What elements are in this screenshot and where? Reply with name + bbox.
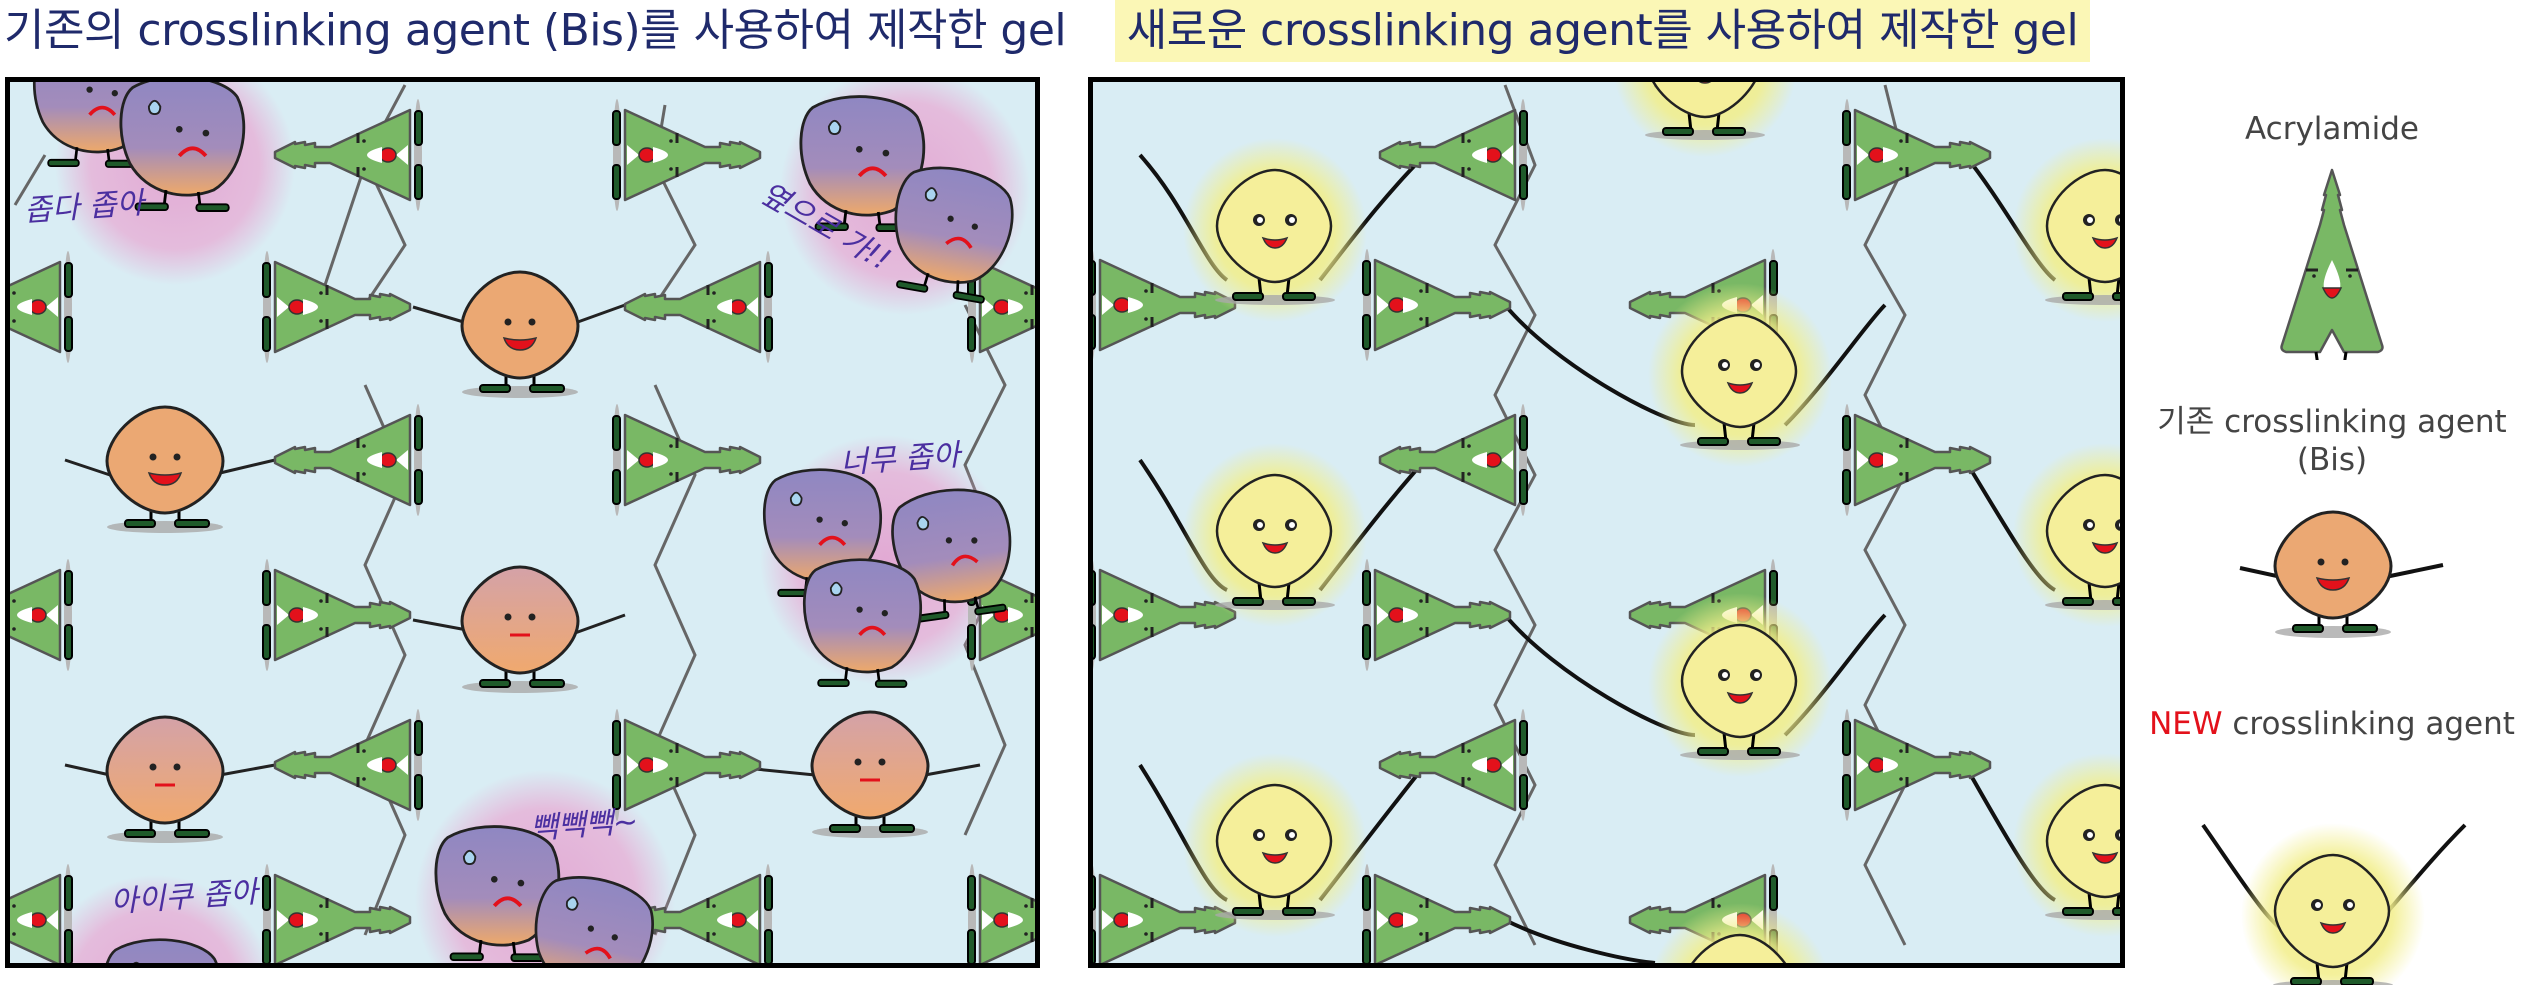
legend-label-new-agent: NEW crosslinking agent — [2149, 706, 2515, 742]
new-agent-icon — [2201, 821, 2467, 985]
new-gel-network — [1093, 82, 2120, 963]
right-panel-title: 새로운 crosslinking agent를 사용하여 제작한 gel — [1115, 0, 2090, 62]
conventional-gel-network — [10, 82, 1035, 963]
left-panel-title: 기존의 crosslinking agent (Bis)를 사용하여 제작한 g… — [4, 5, 1067, 56]
legend-label-acrylamide: Acrylamide — [2245, 111, 2419, 147]
annotation-packed: 빽빽빽~ — [529, 804, 640, 847]
annotation-too-crowded: 너무 좁아 — [839, 437, 962, 482]
annotation-crowded-1: 좁다 좁아 — [23, 185, 146, 230]
bis-agent-icon — [2239, 510, 2444, 640]
legend-label-bis: 기존 crosslinking agent (Bis) — [2157, 404, 2507, 478]
conventional-gel-panel: 좁다 좁아 옆으로 가!! 너무 좁아 빽빽빽~ 아이쿠 좁아 — [5, 77, 1040, 968]
acrylamide-icon — [2280, 168, 2384, 360]
legend: Acrylamide 기존 crosslinking agent (Bis) N… — [2135, 80, 2529, 985]
new-gel-panel — [1088, 77, 2125, 968]
